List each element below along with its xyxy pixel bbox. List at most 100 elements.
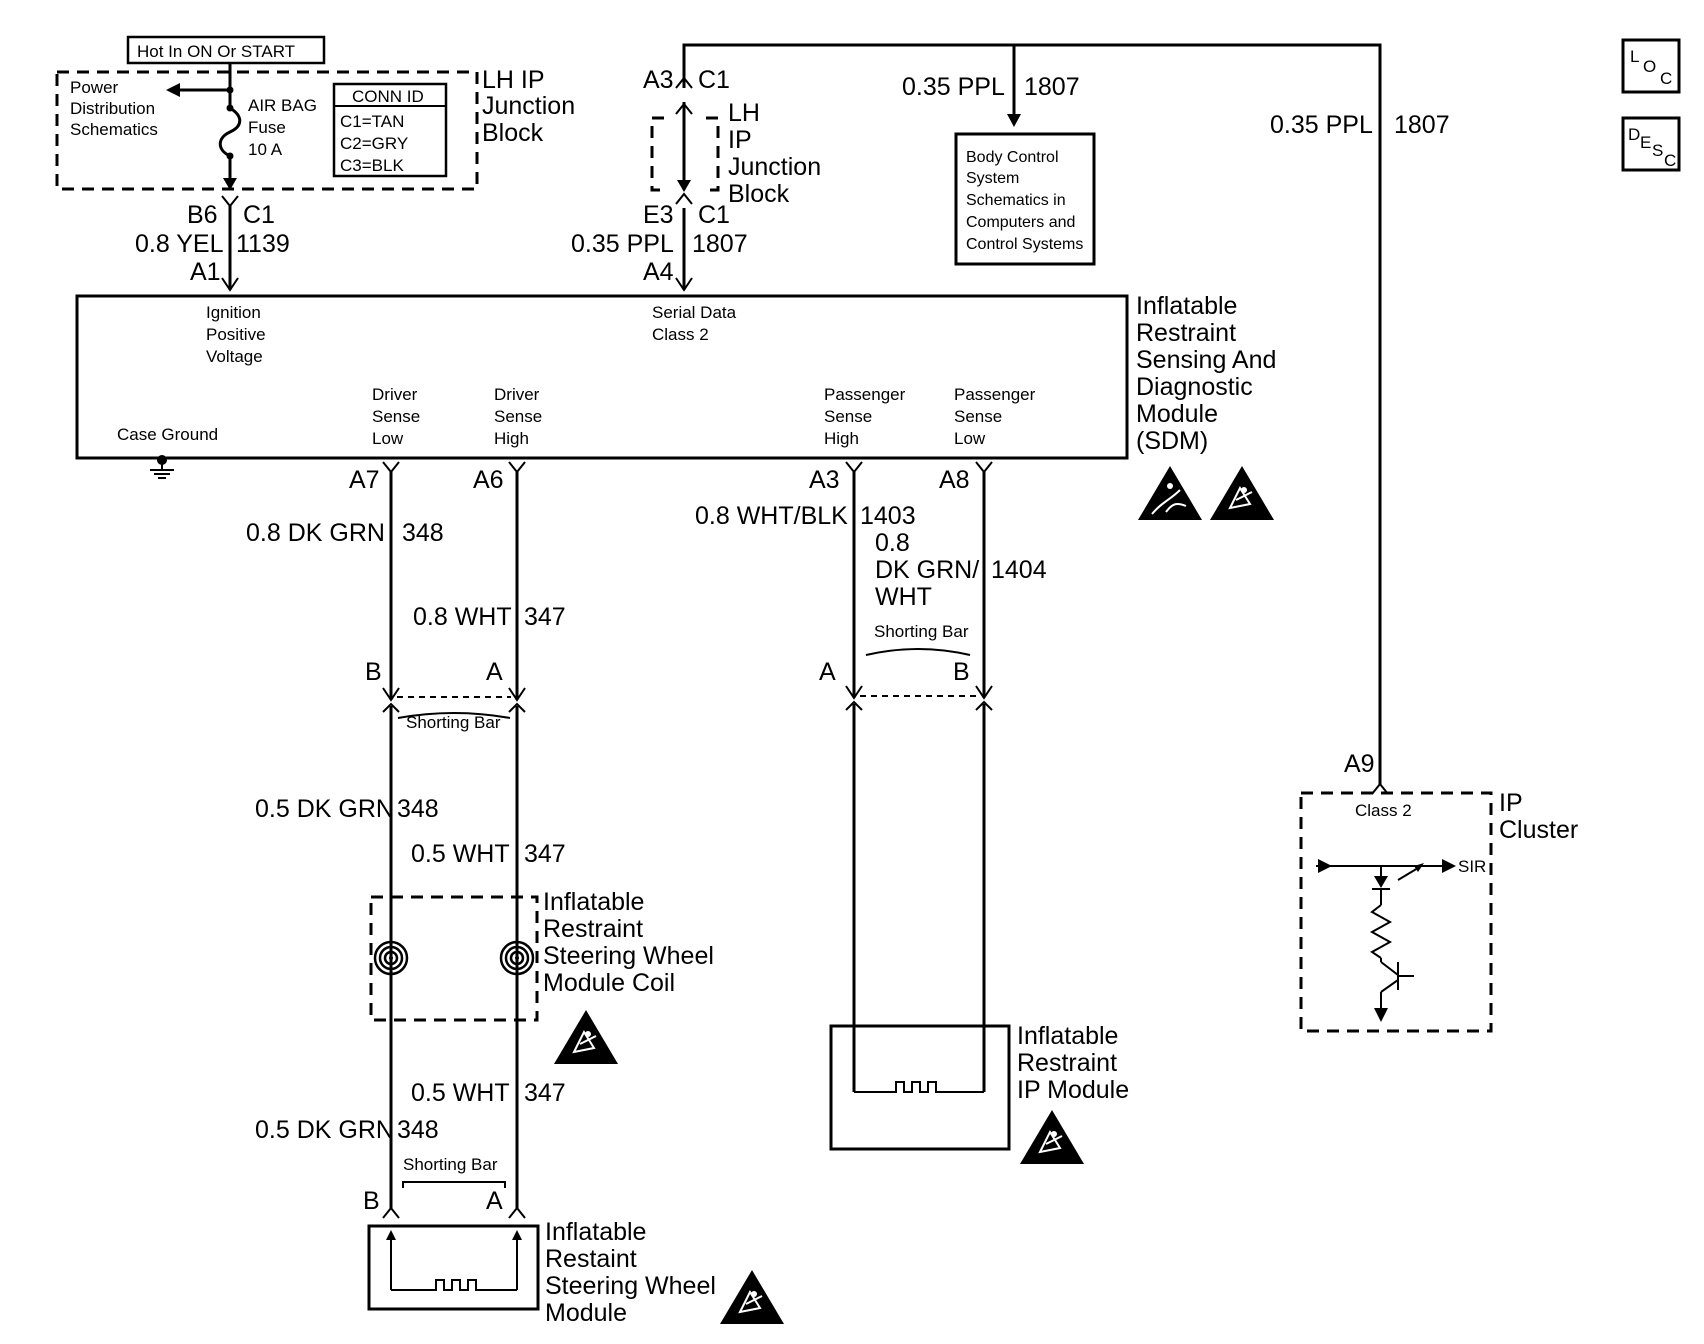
conn-id-c3: C3=BLK (340, 156, 404, 175)
shorting-bar-a: Shorting Bar (406, 713, 501, 732)
ip-cluster: A9 Class 2 SIR (1299, 750, 1493, 1033)
ip-module-line3: IP Module (1017, 1076, 1129, 1104)
ip-cluster-class2: Class 2 (1355, 801, 1412, 820)
wire-1404-l1: 0.8 (875, 529, 910, 557)
fuse-line1: AIR BAG (248, 96, 317, 115)
arrow-left-icon (166, 83, 180, 97)
ip-module (829, 1024, 1011, 1151)
sdm-dsh1: Driver (494, 385, 540, 404)
lh-ip-block-1-line2: Junction (482, 92, 575, 120)
bcm-line4: Computers and (966, 214, 1075, 231)
sdm-psh2: Sense (824, 407, 872, 426)
power-dist-line2: Distribution (70, 99, 155, 118)
wire-1807c-size: 0.35 PPL (1270, 111, 1373, 139)
sdm-name4: Diagnostic (1136, 373, 1253, 401)
conn-a8: A8 (939, 466, 970, 494)
sdm-psh3: High (824, 429, 859, 448)
sdm-psl2: Sense (954, 407, 1002, 426)
coil-line2: Restraint (543, 915, 643, 943)
sw-module-line3: Steering Wheel (545, 1272, 716, 1300)
fuse-line3: 10 A (248, 140, 283, 159)
led-icon (1374, 876, 1388, 888)
wire-347b-size: 0.5 WHT (411, 840, 510, 868)
sdm-name2: Restraint (1136, 319, 1236, 347)
wire-1404-l2: DK GRN/ (875, 556, 979, 584)
svg-text:C: C (1660, 69, 1672, 88)
wire-347b-num: 347 (524, 840, 566, 868)
desc-badge[interactable]: D E S C (1621, 116, 1681, 172)
sdm-name1: Inflatable (1136, 292, 1237, 320)
conn-id-c2: C2=GRY (340, 134, 408, 153)
wire-1807b-size: 0.35 PPL (902, 73, 1005, 101)
wire-1807-serial: A3 C1 E3 C1 0.35 PPL 1807 A4 0.35 PPL 18… (571, 43, 1450, 795)
conn-b-pass: B (953, 658, 970, 686)
conn-id-c1: C1=TAN (340, 112, 404, 131)
wire-347a-num: 347 (524, 603, 566, 631)
sdm-name3: Sensing And (1136, 346, 1276, 374)
clockspring-coil-icon (373, 940, 409, 976)
wire-347a-size: 0.8 WHT (413, 603, 512, 631)
coil-line1: Inflatable (543, 888, 644, 916)
wire-348b-num: 348 (397, 795, 439, 823)
wire-1403-size: 0.8 WHT/BLK (695, 502, 848, 530)
conn-a-drv2: A (486, 1187, 503, 1215)
wire-348c-num: 348 (397, 1116, 439, 1144)
power-distribution-block: Power Distribution Schematics (55, 70, 479, 191)
sdm-name5: Module (1136, 400, 1218, 428)
conn-c1-top: C1 (698, 66, 730, 94)
steering-wheel-module (367, 1224, 540, 1311)
wire-348a-size: 0.8 DK GRN (246, 519, 385, 547)
hot-label: Hot In ON Or START (137, 42, 295, 61)
resistor-icon (1369, 904, 1393, 959)
conn-b-drv2: B (363, 1187, 380, 1215)
loc-badge[interactable]: L O C (1621, 38, 1681, 94)
airbag-warning-icon (1209, 465, 1275, 521)
power-dist-line3: Schematics (70, 120, 158, 139)
ip-cluster-sir: SIR (1458, 857, 1486, 876)
conn-c1-left: C1 (243, 201, 275, 229)
wire-348a-num: 348 (402, 519, 444, 547)
bcm-line1: Body Control (966, 149, 1059, 166)
conn-a3-sdm: A3 (809, 466, 840, 494)
conn-id-title: CONN ID (352, 87, 424, 106)
wire-347c-size: 0.5 WHT (411, 1079, 510, 1107)
conn-a7: A7 (349, 466, 380, 494)
lh-ip-block-1-line1: LH IP (482, 66, 545, 94)
svg-text:C: C (1664, 151, 1676, 170)
lh-ip-block-2-line3: Junction (728, 153, 821, 181)
sdm-module: Ignition Positive Voltage Serial Data Cl… (75, 294, 1129, 460)
fuse-line2: Fuse (248, 118, 286, 137)
sw-module-line2: Restaint (545, 1245, 637, 1273)
sdm-ser1: Serial Data (652, 303, 737, 322)
wire-1404-num: 1404 (991, 556, 1047, 584)
wire-1404-l3: WHT (875, 583, 932, 611)
power-dist-line1: Power (70, 78, 119, 97)
wire-1403-num: 1403 (860, 502, 916, 530)
shorting-bar-c: Shorting Bar (403, 1155, 498, 1174)
conn-c1-mid: C1 (698, 201, 730, 229)
conn-id-box: CONN ID C1=TAN C2=GRY C3=BLK (332, 82, 448, 178)
bcm-line3: Schematics in (966, 192, 1066, 209)
sw-module-line1: Inflatable (545, 1218, 646, 1246)
wire-1139-num: 1139 (236, 230, 290, 258)
svg-text:S: S (1652, 141, 1663, 160)
svg-text:E: E (1640, 133, 1651, 152)
conn-a-drv1: A (486, 658, 503, 686)
lh-ip-block-2-line1: LH (728, 99, 760, 127)
wire-1807a-num: 1807 (692, 230, 748, 258)
lh-ip-block-1-line3: Block (482, 119, 544, 147)
wire-348c-size: 0.5 DK GRN (255, 1116, 394, 1144)
wire-1139-size: 0.8 YEL (135, 230, 224, 258)
sdm-dsh3: High (494, 429, 529, 448)
ip-cluster-line2: Cluster (1499, 816, 1578, 844)
body-control-box: Body Control System Schematics in Comput… (954, 132, 1096, 266)
conn-a6: A6 (473, 466, 504, 494)
wire-348b-size: 0.5 DK GRN (255, 795, 394, 823)
conn-e3: E3 (643, 201, 674, 229)
ground-icon (150, 455, 174, 479)
lh-ip-block-2-line4: Block (728, 180, 790, 208)
conn-b-drv1: B (365, 658, 382, 686)
sdm-dsl3: Low (372, 429, 404, 448)
passenger-circuit: A3 A8 0.8 WHT/BLK 1403 0.8 DK GRN/ WHT 1… (695, 461, 1047, 1092)
sdm-psl3: Low (954, 429, 986, 448)
